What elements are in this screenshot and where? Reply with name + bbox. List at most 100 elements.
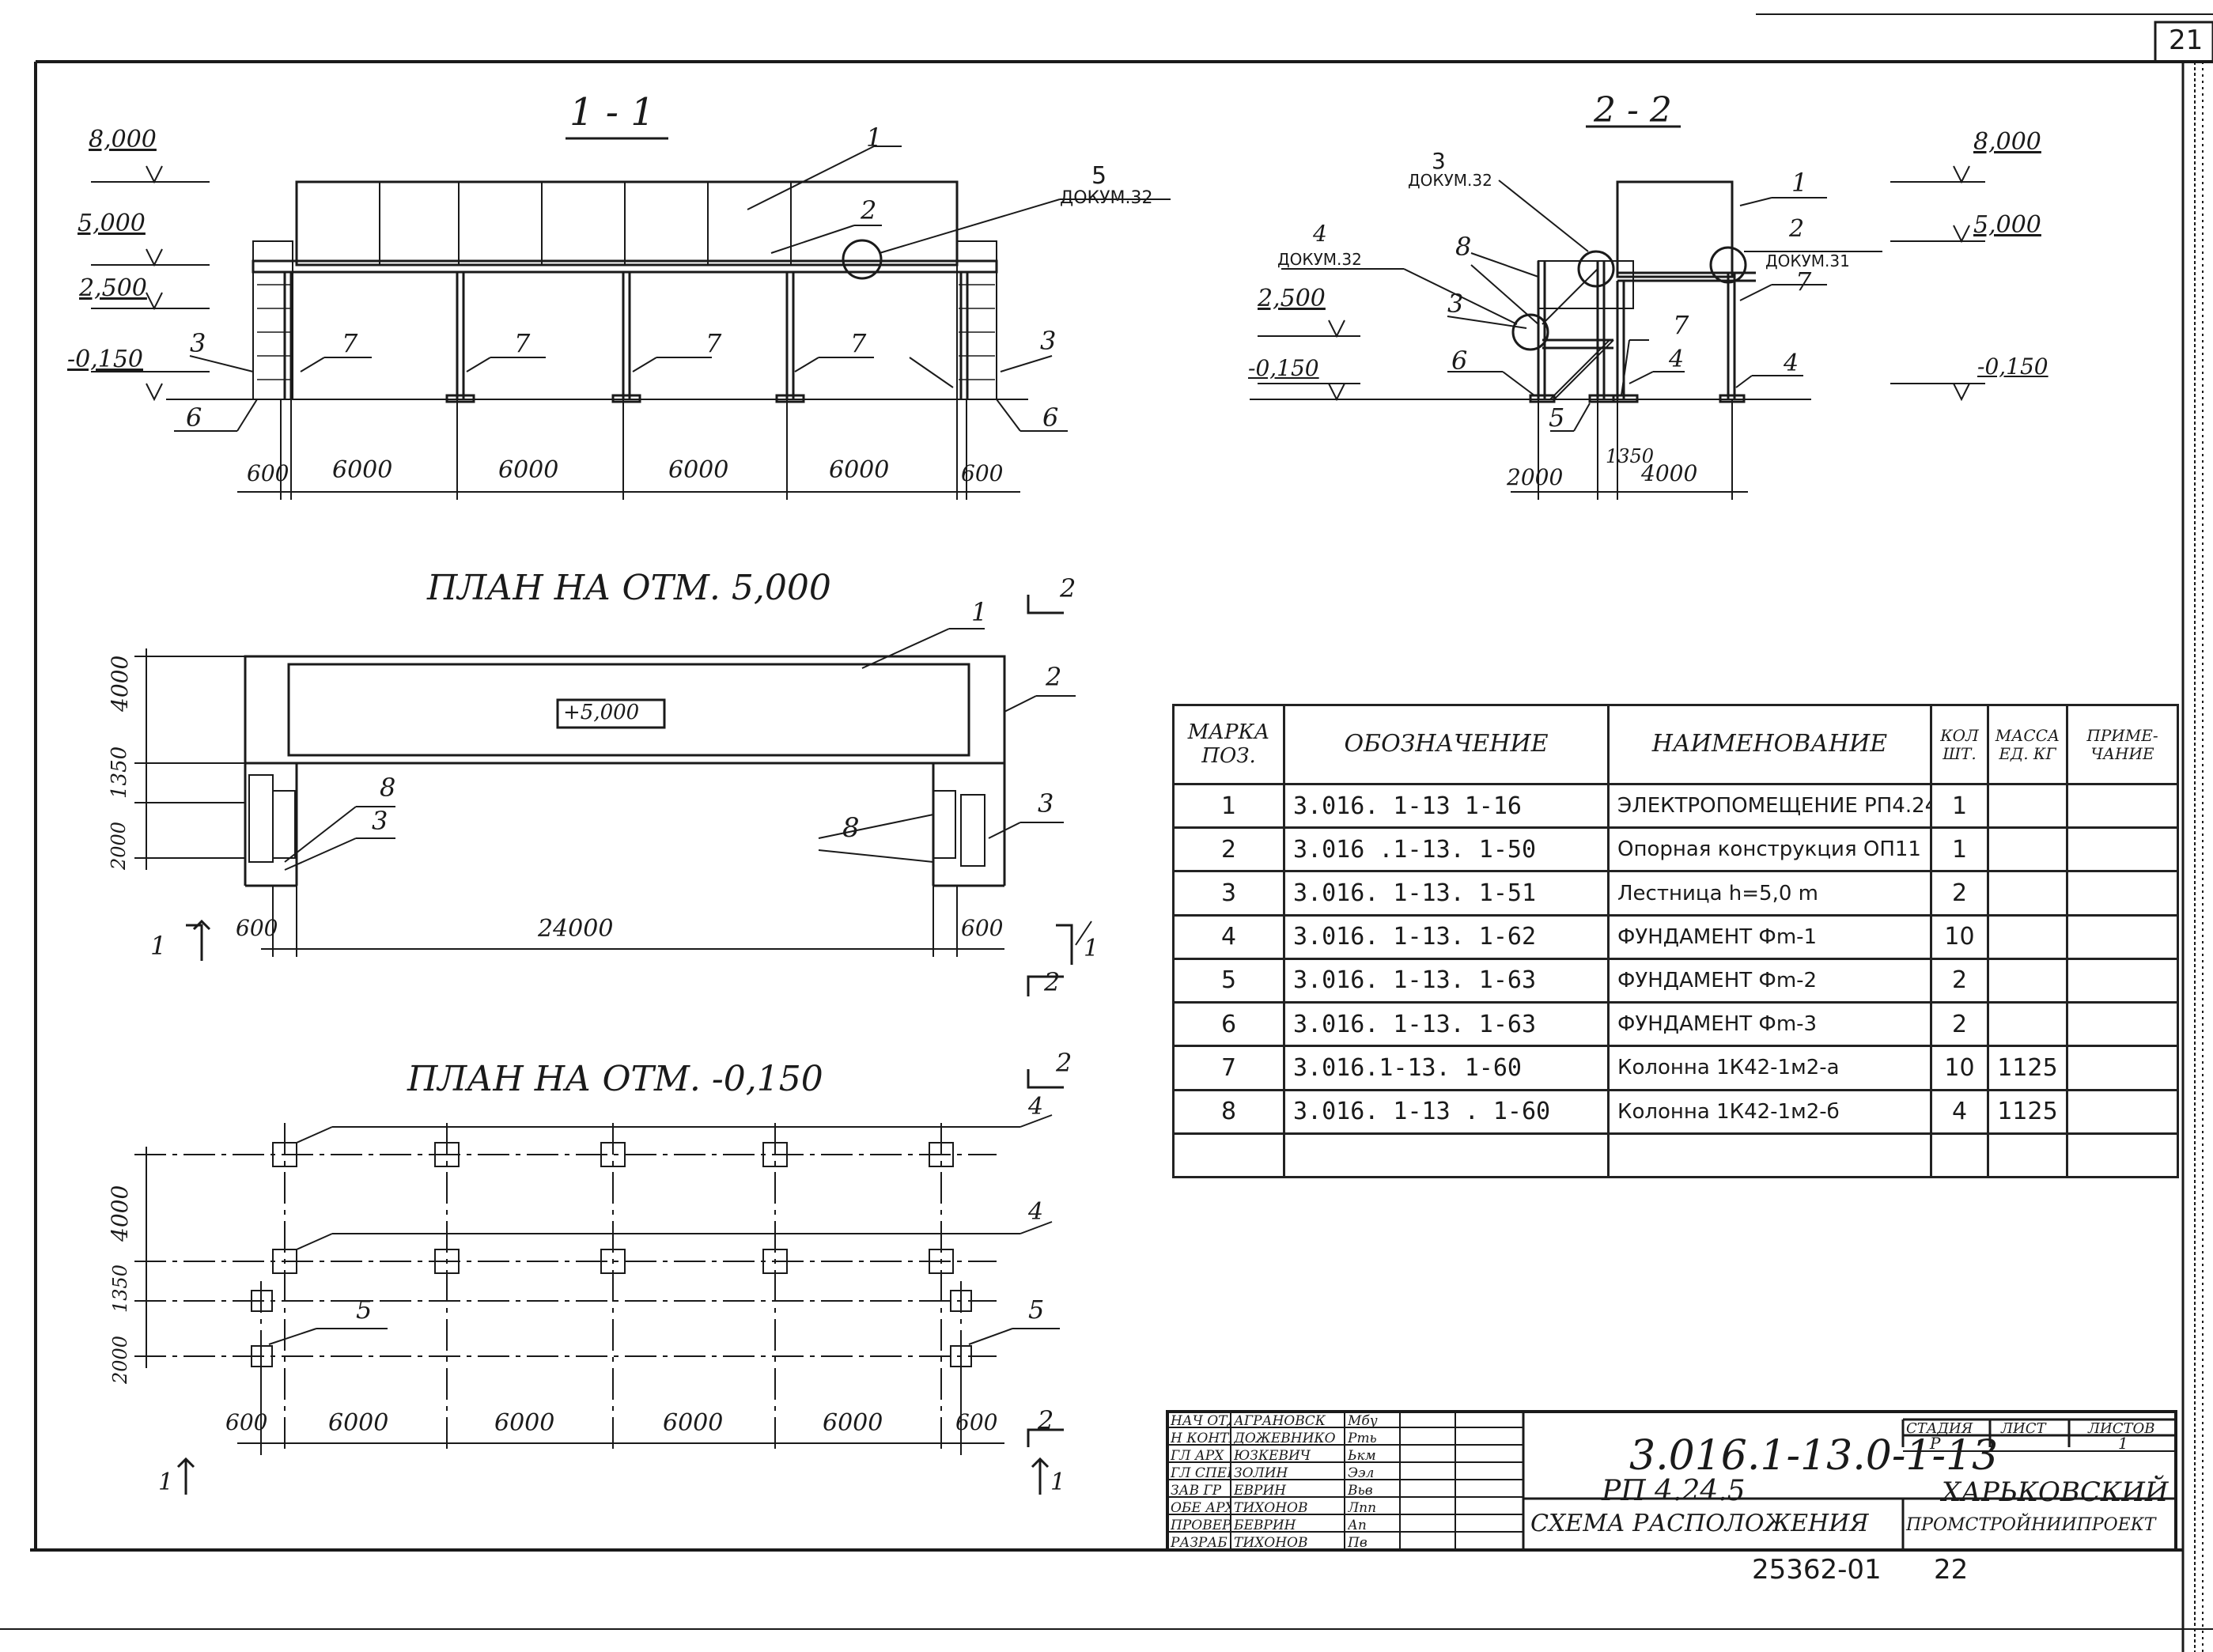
cell-pos: 6 bbox=[1172, 1001, 1285, 1048]
cell-note bbox=[2066, 782, 2179, 830]
doc-code: 3.016.1-13.0-1-13 bbox=[1629, 1432, 1999, 1480]
elev-2500: 2,500 bbox=[79, 274, 147, 302]
callout-7d: 7 bbox=[850, 328, 867, 358]
table-row-empty bbox=[1172, 1132, 2179, 1179]
cell-pos: 8 bbox=[1172, 1088, 1285, 1135]
dim-6000-c: 6000 bbox=[668, 456, 729, 484]
cell-qty: 1 bbox=[1930, 782, 1989, 830]
page-number: 21 bbox=[2169, 25, 2204, 56]
plan-bottom-dim-2000: 2000 bbox=[109, 1335, 131, 1384]
cell-mass: 1125 bbox=[1987, 1045, 2068, 1091]
cell-name: Колонна 1К42-1м2-а bbox=[1607, 1045, 1932, 1091]
callout-3-right: 3 bbox=[1040, 326, 1057, 356]
header-note: ПРИМЕ-ЧАНИЕ bbox=[2066, 704, 2179, 785]
stamp-name: ЗОЛИН bbox=[1234, 1465, 1288, 1481]
plan-top-dim-24000: 24000 bbox=[538, 915, 614, 943]
cell-empty bbox=[1987, 1132, 2068, 1179]
cell-code: 3.016. 1-13 1-16 bbox=[1283, 782, 1610, 830]
header-name: НАИМЕНОВАНИЕ bbox=[1607, 704, 1932, 785]
stamp-sign: Лпп bbox=[1348, 1500, 1377, 1516]
cell-name: ФУНДАМЕНТ Фm-1 bbox=[1607, 913, 1932, 960]
cell-code: 3.016 .1-13. 1-50 bbox=[1283, 826, 1610, 873]
cell-pos: 7 bbox=[1172, 1045, 1285, 1091]
dim22-1350: 1350 bbox=[1606, 445, 1655, 467]
cell-mass: 1125 bbox=[1987, 1088, 2068, 1135]
cell-mass bbox=[1987, 957, 2068, 1004]
callout-6-right: 6 bbox=[1042, 403, 1059, 433]
dim-6000-b: 6000 bbox=[498, 456, 559, 484]
cell-qty: 2 bbox=[1930, 957, 1989, 1004]
cell-note bbox=[2066, 957, 2179, 1004]
dim-6000-d: 6000 bbox=[829, 456, 890, 484]
plan-top-title: ПЛАН НА ОТМ. 5,000 bbox=[427, 568, 831, 608]
cell-name: ФУНДАМЕНТ Фm-3 bbox=[1607, 1001, 1932, 1048]
cell-mass bbox=[1987, 826, 2068, 873]
cell-pos: 2 bbox=[1172, 826, 1285, 873]
stamp-sign: Пв bbox=[1348, 1535, 1368, 1551]
plan-bottom-dim-6000-a: 6000 bbox=[328, 1409, 389, 1437]
elev22-5000: 5,000 bbox=[1973, 211, 2041, 239]
plan-top-dim-600-right: 600 bbox=[961, 915, 1004, 941]
elev22-right-minus0150: -0,150 bbox=[1977, 353, 2048, 380]
callout22-4-right: 4 bbox=[1784, 350, 1799, 377]
plan-bottom-dim-6000-d: 6000 bbox=[823, 1409, 883, 1437]
plan-bottom-callout-4-mid: 4 bbox=[1028, 1198, 1044, 1226]
plan-top-dim-600-left: 600 bbox=[236, 915, 278, 941]
ref3-doc: ДОКУМ.32 bbox=[1408, 171, 1492, 190]
plan-bottom-dim-6000-c: 6000 bbox=[663, 1409, 724, 1437]
cell-name: ЭЛЕКТРОПОМЕЩЕНИЕ РП4.24 bbox=[1607, 782, 1932, 830]
dim22-2000: 2000 bbox=[1507, 464, 1564, 490]
sheets-value: 1 bbox=[2118, 1434, 2128, 1453]
ref2-doc: ДОКУМ.31 bbox=[1765, 251, 1850, 270]
cell-qty: 4 bbox=[1930, 1088, 1989, 1135]
callout22-5: 5 bbox=[1549, 403, 1565, 433]
stamp-role: РАЗРАБ bbox=[1171, 1535, 1228, 1551]
cell-empty bbox=[1930, 1132, 1989, 1179]
callout-7b: 7 bbox=[514, 328, 531, 358]
ref4-doc: ДОКУМ.32 bbox=[1277, 250, 1362, 269]
cell-mass bbox=[1987, 870, 2068, 917]
elev22-8000: 8,000 bbox=[1973, 128, 2041, 156]
plan-bottom-dim-600-left: 600 bbox=[225, 1409, 268, 1435]
plan-bottom-dim-600-right: 600 bbox=[955, 1409, 998, 1435]
stamp-role: ПРОВЕР bbox=[1171, 1518, 1231, 1533]
plan-bottom-dim-6000-b: 6000 bbox=[494, 1409, 555, 1437]
cell-pos: 5 bbox=[1172, 957, 1285, 1004]
callout22-8: 8 bbox=[1455, 232, 1472, 262]
stamp-name: ТИХОНОВ bbox=[1234, 1500, 1308, 1516]
plan-bottom-section-1-left: 1 bbox=[158, 1469, 174, 1496]
cell-note bbox=[2066, 1045, 2179, 1091]
plan-top-callout-8-right: 8 bbox=[842, 812, 860, 844]
plan-top-dim-4000: 4000 bbox=[107, 655, 133, 712]
elev22-left-minus0150: -0,150 bbox=[1248, 355, 1319, 381]
ref3-num: 3 bbox=[1432, 148, 1446, 174]
dim-6000-a: 6000 bbox=[332, 456, 393, 484]
stamp-role: НАЧ ОТД bbox=[1171, 1413, 1231, 1429]
archive-number: 25362-01 bbox=[1752, 1554, 1882, 1586]
cell-note bbox=[2066, 870, 2179, 917]
callout-6-left: 6 bbox=[186, 403, 202, 433]
plan-top-callout-2: 2 bbox=[1046, 662, 1062, 692]
stamp-sign: Вьв bbox=[1348, 1483, 1373, 1499]
callout-7a: 7 bbox=[342, 328, 358, 358]
plan-top-callout-8-left: 8 bbox=[380, 773, 396, 803]
cell-note bbox=[2066, 1088, 2179, 1135]
cell-note bbox=[2066, 1001, 2179, 1048]
callout22-1: 1 bbox=[1791, 168, 1808, 198]
cell-code: 3.016. 1-13 . 1-60 bbox=[1283, 1088, 1610, 1135]
doc-ref: ДОКУМ.32 bbox=[1060, 188, 1153, 208]
cell-name: Лестница h=5,0 m bbox=[1607, 870, 1932, 917]
elev22-2500: 2,500 bbox=[1258, 285, 1326, 312]
plan-bottom-dim-4000: 4000 bbox=[107, 1185, 133, 1242]
plan-bottom-section-2-top: 2 bbox=[1056, 1048, 1072, 1078]
stamp-role: ОБЕ АРХ bbox=[1171, 1500, 1231, 1516]
org-line-2: ПРОМСТРОЙНИИПРОЕКТ bbox=[1906, 1515, 2156, 1535]
cell-note bbox=[2066, 826, 2179, 873]
spec-header-row: МАРКА ПОЗ. ОБОЗНАЧЕНИЕ НАИМЕНОВАНИЕ КОЛ … bbox=[1172, 704, 2179, 785]
stamp-sign: Ап bbox=[1348, 1518, 1367, 1533]
plan-bottom-dim-1350: 1350 bbox=[109, 1264, 131, 1313]
header-designation: ОБОЗНАЧЕНИЕ bbox=[1283, 704, 1610, 785]
ref4-num: 4 bbox=[1313, 221, 1327, 247]
